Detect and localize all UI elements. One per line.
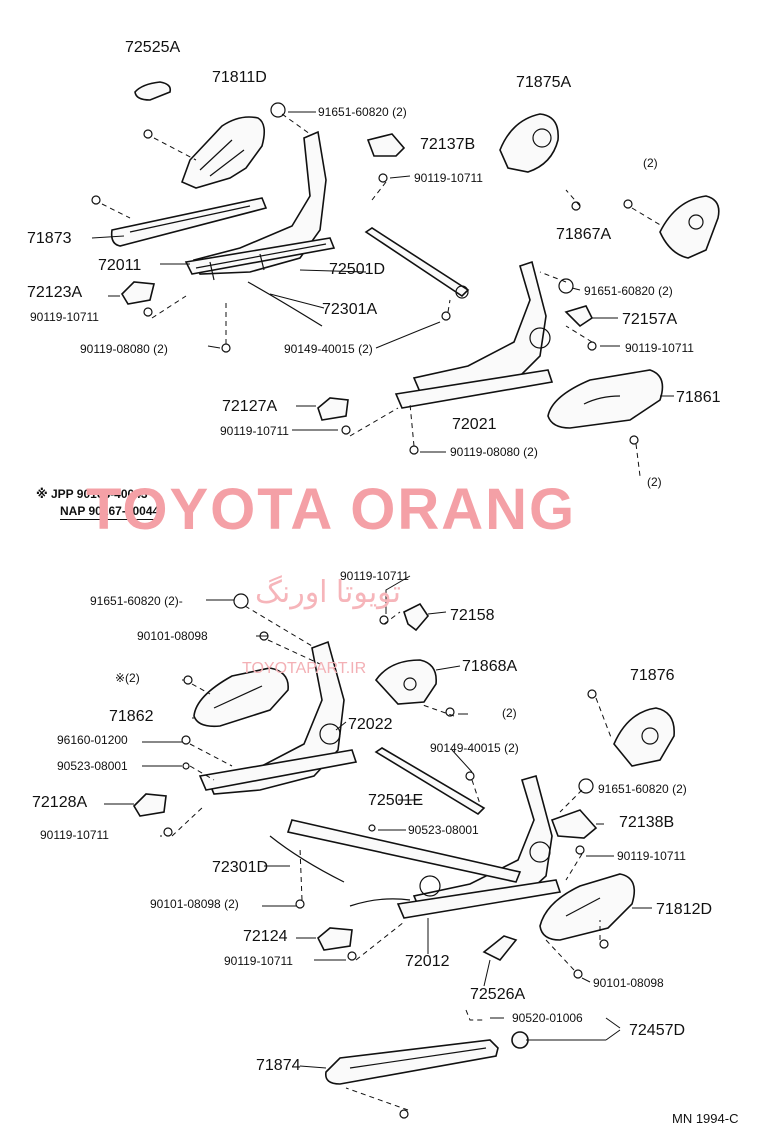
- part-label-2-b: (2): [647, 475, 662, 489]
- part-label-71868A: 71868A: [462, 658, 518, 675]
- part-72123A: [120, 281, 156, 305]
- part-71862: [193, 667, 289, 728]
- watermark-main: TOYOTA ORANG: [86, 477, 577, 542]
- part-72301D: [269, 835, 411, 907]
- part-label-71875A: 71875A: [516, 74, 572, 91]
- part-label-90119-10711-a: 90119-10711: [414, 171, 483, 185]
- watermark-url: TOYOTAPART.IR: [242, 660, 367, 677]
- part-label-71867A: 71867A: [556, 226, 612, 243]
- part-71875A: [499, 113, 559, 173]
- part-71867A: [659, 195, 720, 259]
- part-label-71873: 71873: [27, 230, 72, 247]
- part-72022-frame: [206, 640, 345, 795]
- part-label-72138B: 72138B: [619, 814, 675, 831]
- part-label-72301A: 72301A: [322, 301, 378, 318]
- part-label-72128A: 72128A: [32, 794, 88, 811]
- part-71861: [547, 369, 664, 429]
- part-label-72526A: 72526A: [470, 986, 526, 1003]
- part-label-90101-08098-c: 90101-08098: [593, 976, 664, 990]
- part-label-90523-08001-a: 90523-08001: [57, 759, 128, 773]
- part-72021-frame: [412, 260, 547, 393]
- part-label-90149-40015-a: 90149-40015 (2): [284, 342, 373, 356]
- part-72011-frame: [192, 130, 327, 275]
- part-label-71874: 71874: [256, 1057, 301, 1074]
- part-label-72022: 72022: [348, 716, 393, 733]
- part-71812D: [539, 873, 636, 941]
- part-label-90101-08098-a: 90101-08098: [137, 629, 208, 643]
- part-label-90119-10711-d: 90119-10711: [220, 424, 289, 438]
- part-label-90119-08080-a: 90119-08080 (2): [80, 342, 168, 356]
- part-72501E: [374, 747, 486, 816]
- legend-line-1: ※ JPP 90168-40043: [36, 487, 148, 501]
- part-label-2-a: (2): [643, 156, 658, 170]
- part-label-72123A: 72123A: [27, 284, 83, 301]
- part-label-71811D: 71811D: [212, 69, 267, 86]
- part-label-72501D: 72501D: [329, 261, 386, 278]
- part-72525A: [134, 81, 172, 101]
- part-label-72137B: 72137B: [420, 136, 476, 153]
- part-label-72158: 72158: [450, 607, 495, 624]
- part-label-72525A: 72525A: [125, 39, 181, 56]
- part-72128A: [132, 793, 167, 817]
- part-label-90149-40015-b: 90149-40015 (2): [430, 741, 519, 755]
- watermark-farsi: تویوتا اورنگ: [255, 576, 402, 609]
- part-label-90101-08098-b: 90101-08098 (2): [150, 897, 239, 911]
- part-71874: [324, 1039, 499, 1085]
- part-label-2-d: (2): [502, 706, 517, 720]
- part-72137B: [366, 133, 406, 157]
- part-72012-track: [286, 819, 522, 883]
- part-label-72012: 72012: [405, 953, 450, 970]
- part-label-91651-60820-b: 91651-60820 (2): [584, 284, 673, 298]
- part-72157A: [564, 305, 594, 328]
- part-label-90520-01006: 90520-01006: [512, 1011, 583, 1025]
- part-72301A: [247, 281, 323, 327]
- part-label-71812D: 71812D: [656, 901, 713, 918]
- part-71873: [110, 197, 268, 247]
- part-label-72301D: 72301D: [212, 859, 269, 876]
- part-label-90119-10711-g: 90119-10711: [617, 849, 686, 863]
- part-72022-rail: [198, 749, 358, 791]
- part-label-71876: 71876: [630, 667, 675, 684]
- part-72158: [403, 602, 430, 632]
- part-label-91651-60820-c: 91651-60820 (2)-: [90, 594, 183, 608]
- legend-line-2: NAP 90167-40044: [60, 504, 160, 520]
- part-label-90523-08001-b: 90523-08001: [408, 823, 479, 837]
- part-label-91651-60820-d: 91651-60820 (2): [598, 782, 687, 796]
- part-72124: [317, 927, 353, 951]
- part-72012-rail: [396, 879, 562, 919]
- part-72021-rail: [394, 369, 554, 409]
- part-label-72021: 72021: [452, 416, 497, 433]
- part-71868A: [374, 659, 437, 705]
- part-label-90119-10711-h: 90119-10711: [224, 954, 293, 968]
- part-72526A: [482, 935, 518, 962]
- part-71876: [613, 707, 675, 767]
- part-label-72124: 72124: [243, 928, 288, 945]
- part-label-91651-60820-a: 91651-60820 (2): [318, 105, 407, 119]
- part-label-90119-10711-e: 90119-10711: [340, 569, 409, 583]
- part-72457D-ring: [511, 1031, 529, 1049]
- part-label-90119-10711-c: 90119-10711: [625, 341, 694, 355]
- part-label-96160-01200: 96160-01200: [57, 733, 128, 747]
- part-label-90119-10711-f: 90119-10711: [40, 828, 109, 842]
- part-label-72501E: 72501E: [368, 792, 424, 809]
- part-label-90119-10711-b: 90119-10711: [30, 310, 99, 324]
- part-label-72457D: 72457D: [629, 1022, 686, 1039]
- diagram-code: MN 1994-C: [672, 1111, 739, 1126]
- part-label-71861: 71861: [676, 389, 721, 406]
- part-71811D: [180, 116, 266, 189]
- part-label-72157A: 72157A: [622, 311, 678, 328]
- part-72127A: [317, 397, 349, 421]
- part-label-72127A: 72127A: [222, 398, 278, 415]
- part-label-72011: 72011: [98, 257, 142, 274]
- part-label-2-c: ※(2): [115, 671, 140, 685]
- part-label-90119-08080-b: 90119-08080 (2): [450, 445, 538, 459]
- part-72138B: [550, 809, 598, 839]
- part-label-71862: 71862: [109, 708, 154, 725]
